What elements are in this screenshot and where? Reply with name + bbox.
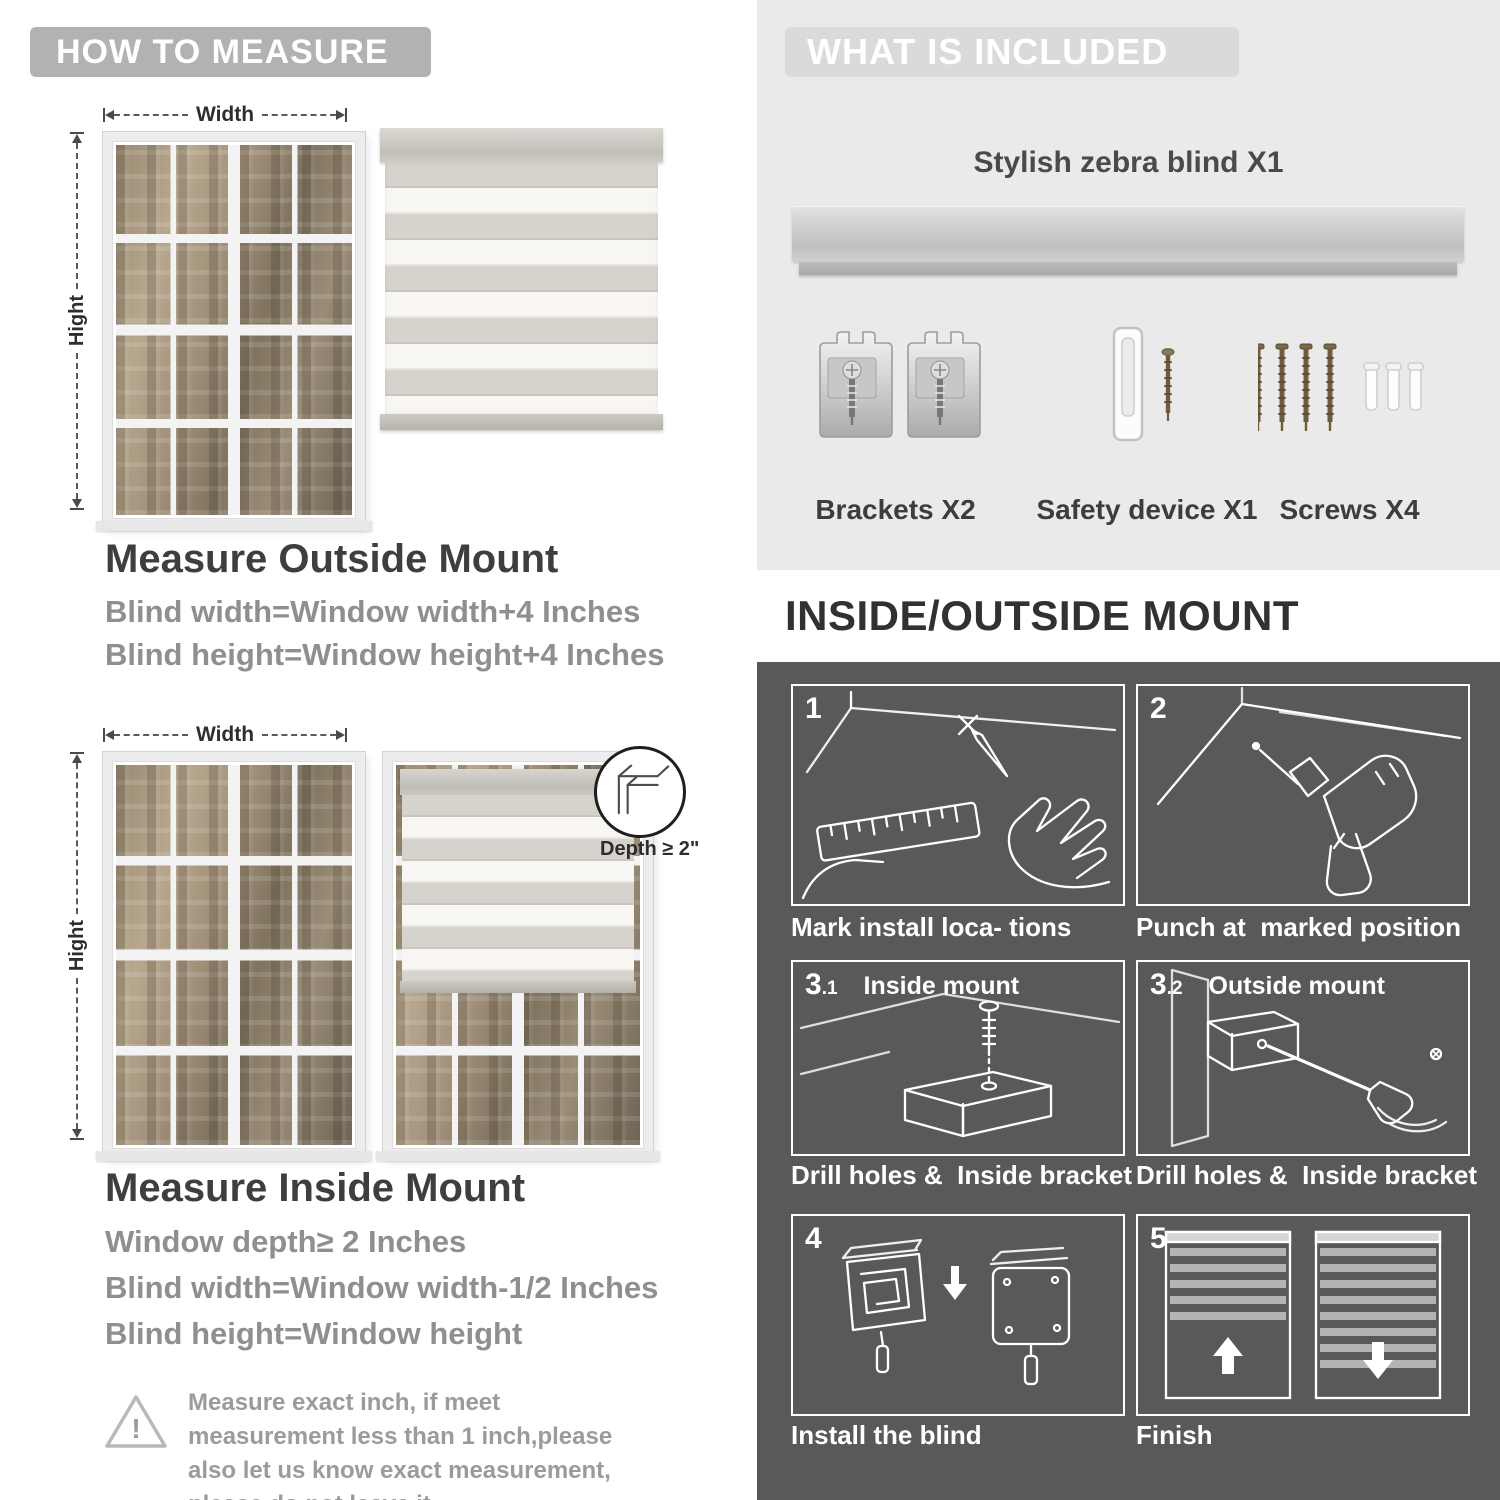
step-3-2-caption: Drill holes & Inside bracket xyxy=(1136,1160,1477,1190)
step-3-1-panel: 3.1 Inside mount xyxy=(791,960,1125,1156)
window-depth-icon xyxy=(617,764,670,815)
screws-label: Screws X4 xyxy=(1279,494,1420,525)
arrow-left-icon xyxy=(105,110,114,120)
dim-line xyxy=(76,143,78,290)
width-label: Width xyxy=(195,723,255,746)
arrow-right-icon xyxy=(336,110,345,120)
dim-line xyxy=(76,352,78,499)
step-5-number: 5 xyxy=(1150,1222,1167,1255)
safety-device-label: Safety device X1 xyxy=(1036,494,1258,525)
how-to-measure-header: HOW TO MEASURE xyxy=(30,27,431,77)
step-2-caption: Punch at marked position xyxy=(1136,912,1462,942)
dim-line xyxy=(76,977,78,1129)
step-3-1-title: Inside mount xyxy=(863,972,1020,1000)
inside-mount-title: Measure Inside Mount xyxy=(105,1166,526,1210)
blind-headrail-product xyxy=(792,206,1464,275)
step-1-panel: 1 xyxy=(791,684,1125,906)
dim-tick xyxy=(103,108,105,122)
window-illustration-inside xyxy=(96,752,372,1161)
dim-line xyxy=(114,114,188,116)
dim-tick xyxy=(70,132,84,134)
dim-line xyxy=(76,763,78,915)
drill-illustration xyxy=(1156,686,1462,897)
finish-illustration xyxy=(1164,1230,1442,1400)
step-1-caption: Mark install loca- tions xyxy=(791,912,1072,942)
width-dimension-arrow: Width xyxy=(103,723,347,746)
dim-line xyxy=(262,734,336,736)
dim-tick xyxy=(70,752,84,754)
depth-label: Depth ≥ 2" xyxy=(600,838,700,860)
arrow-left-icon xyxy=(105,730,114,740)
blind-product-label: Stylish zebra blind X1 xyxy=(973,146,1284,179)
exclamation-triangle-icon: ! xyxy=(105,1395,167,1448)
what-is-included-section xyxy=(757,0,1500,570)
depth-detail-circle xyxy=(594,746,686,838)
brackets-label: Brackets X2 xyxy=(815,494,976,525)
inside-mount-line-2: Blind width=Window width-1/2 Inches xyxy=(105,1270,659,1305)
step-5-panel: 5 xyxy=(1136,1214,1470,1416)
step-3-2-number: 3.2 Outside mount xyxy=(1150,968,1385,1001)
inside-mount-line-1: Window depth≥ 2 Inches xyxy=(105,1224,467,1259)
window-illustration-outside xyxy=(96,132,372,531)
arrow-up-icon xyxy=(72,134,82,143)
screws-icon xyxy=(1258,342,1424,450)
step-1-number: 1 xyxy=(805,692,822,725)
blind-stripes xyxy=(385,162,658,414)
dim-tick xyxy=(345,728,347,742)
dim-line xyxy=(262,114,336,116)
what-is-included-label: WHAT IS INCLUDED xyxy=(807,31,1169,72)
step-3-1-number: 3.1 Inside mount xyxy=(805,968,1020,1001)
window-glass xyxy=(116,765,352,1145)
step-4-number: 4 xyxy=(805,1222,822,1255)
outside-mount-line-1: Blind width=Window width+4 Inches xyxy=(105,594,641,629)
dim-tick xyxy=(70,508,84,510)
mount-section-title: INSIDE/OUTSIDE MOUNT xyxy=(785,592,1300,639)
step-3-1-caption: Drill holes & Inside bracket xyxy=(791,1160,1132,1190)
outside-mount-line-2: Blind height=Window height+4 Inches xyxy=(105,637,665,672)
arrow-up-icon xyxy=(72,754,82,763)
step-2-number: 2 xyxy=(1150,692,1167,725)
width-dimension-arrow: Width xyxy=(103,103,347,126)
step-5-caption: Finish xyxy=(1136,1420,1213,1450)
safety-device-icon xyxy=(1112,326,1175,442)
blind-headrail xyxy=(380,128,663,162)
outside-mount-title: Measure Outside Mount xyxy=(105,537,559,581)
brackets-icon xyxy=(819,328,982,456)
height-label: Hight xyxy=(65,295,88,347)
height-label: Hight xyxy=(65,920,88,972)
window-glass xyxy=(116,145,352,515)
step-2-panel: 2 xyxy=(1136,684,1470,906)
height-dimension-arrow: Hight xyxy=(65,132,88,510)
dim-tick xyxy=(345,108,347,122)
mark-locations-illustration xyxy=(801,690,1117,900)
dim-tick xyxy=(70,1138,84,1140)
dim-line xyxy=(114,734,188,736)
step-3-2-title: Outside mount xyxy=(1208,972,1385,1000)
step-3-2-panel: 3.2 Outside mount xyxy=(1136,960,1470,1156)
mount-instructions-section: 1 2 xyxy=(757,662,1500,1500)
step-4-panel: 4 xyxy=(791,1214,1125,1416)
mount-section-header-strip: INSIDE/OUTSIDE MOUNT xyxy=(757,570,1500,662)
dim-tick xyxy=(103,728,105,742)
inside-mount-line-3: Blind height=Window height xyxy=(105,1316,523,1351)
blind-bottomrail xyxy=(400,981,636,993)
width-label: Width xyxy=(195,103,255,126)
warning-text: Measure exact inch, if meet measurement … xyxy=(188,1389,613,1500)
arrow-down-icon xyxy=(72,1129,82,1138)
blind-bottomrail xyxy=(380,414,663,430)
arrow-down-icon xyxy=(72,499,82,508)
how-to-measure-label: HOW TO MEASURE xyxy=(56,32,389,71)
height-dimension-arrow: Hight xyxy=(65,752,88,1140)
warning-mark: ! xyxy=(131,1413,140,1444)
arrow-right-icon xyxy=(336,730,345,740)
step-4-caption: Install the blind xyxy=(791,1420,982,1450)
inside-bracket-illustration xyxy=(799,992,1121,1138)
blind-stripes xyxy=(402,795,634,981)
outside-bracket-illustration xyxy=(1170,968,1448,1148)
install-blind-illustration xyxy=(841,1238,1071,1386)
zebra-blind-illustration xyxy=(380,128,663,430)
what-is-included-header: WHAT IS INCLUDED xyxy=(785,27,1239,77)
